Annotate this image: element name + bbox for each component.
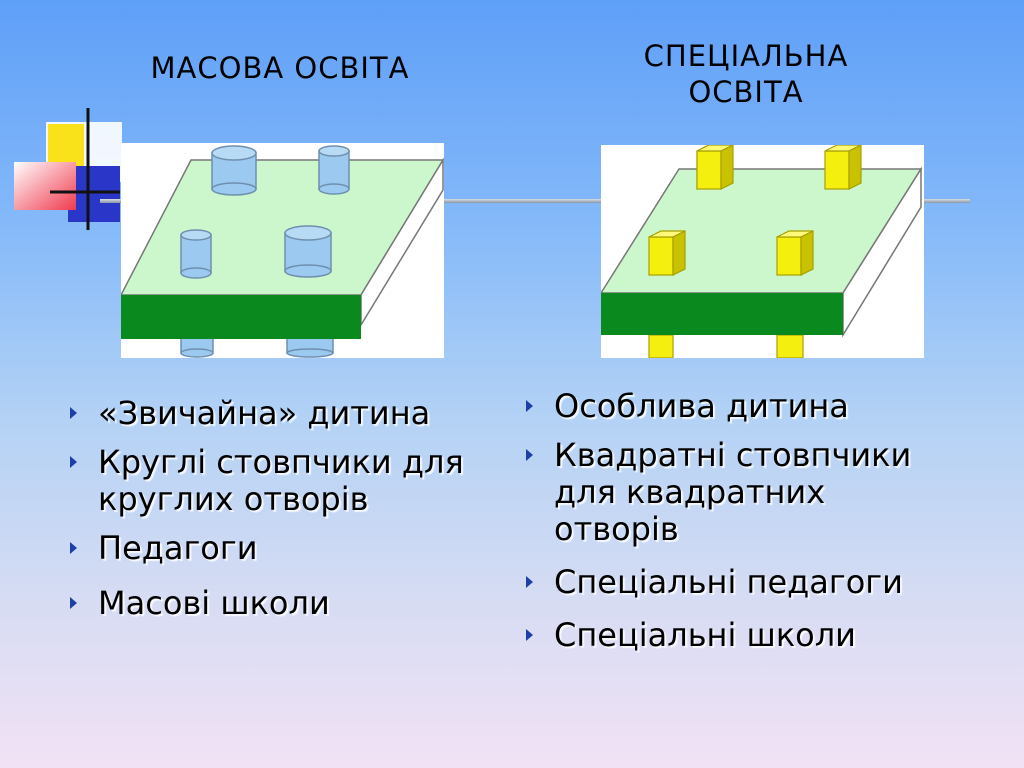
list-item-text: Круглі стовпчики для круглих отворів — [98, 443, 464, 518]
bullet-arrow-icon — [526, 449, 533, 461]
list-item: Особлива дитина — [524, 388, 1014, 425]
list-item: Квадратні стовпчики для квадратних отвор… — [524, 437, 954, 548]
divider-line-right — [924, 199, 970, 203]
bullet-arrow-icon — [70, 597, 77, 609]
list-item: Спеціальні школи — [524, 617, 1014, 654]
list-item-text: Особлива дитина — [554, 387, 849, 425]
list-item-text: Педагоги — [98, 529, 258, 567]
list-item-text: «Звичайна» дитина — [98, 394, 431, 432]
round-pegs-board-image — [119, 143, 445, 358]
list-item: Масові школи — [68, 585, 508, 622]
special-education-list: Особлива дитина Квадратні стовпчики для … — [524, 388, 1014, 654]
bullet-arrow-icon — [526, 629, 533, 641]
list-item-text: Квадратні стовпчики для квадратних отвор… — [554, 436, 912, 548]
bullet-arrow-icon — [70, 542, 77, 554]
special-education-heading: СПЕЦІАЛЬНА ОСВІТА — [643, 39, 849, 109]
list-item: «Звичайна» дитина — [68, 395, 508, 432]
list-item: Круглі стовпчики для круглих отворів — [68, 444, 508, 518]
list-item: Педагоги — [68, 530, 508, 567]
bullet-arrow-icon — [526, 400, 533, 412]
list-item: Спеціальні педагоги — [524, 564, 1014, 601]
list-item-text: Спеціальні педагоги — [554, 563, 903, 601]
list-item-text: Масові школи — [98, 584, 330, 622]
divider-line-left — [100, 199, 122, 203]
bullet-arrow-icon — [526, 576, 533, 588]
divider-line-middle — [444, 199, 602, 203]
mass-education-list: «Звичайна» дитина Круглі стовпчики для к… — [68, 395, 508, 622]
square-pegs-board-image — [599, 144, 924, 359]
mass-education-heading: МАСОВА ОСВІТА — [150, 51, 410, 85]
corner-decoration — [14, 108, 122, 230]
bullet-arrow-icon — [70, 456, 77, 468]
list-item-text: Спеціальні школи — [554, 616, 856, 654]
bullet-arrow-icon — [70, 407, 77, 419]
